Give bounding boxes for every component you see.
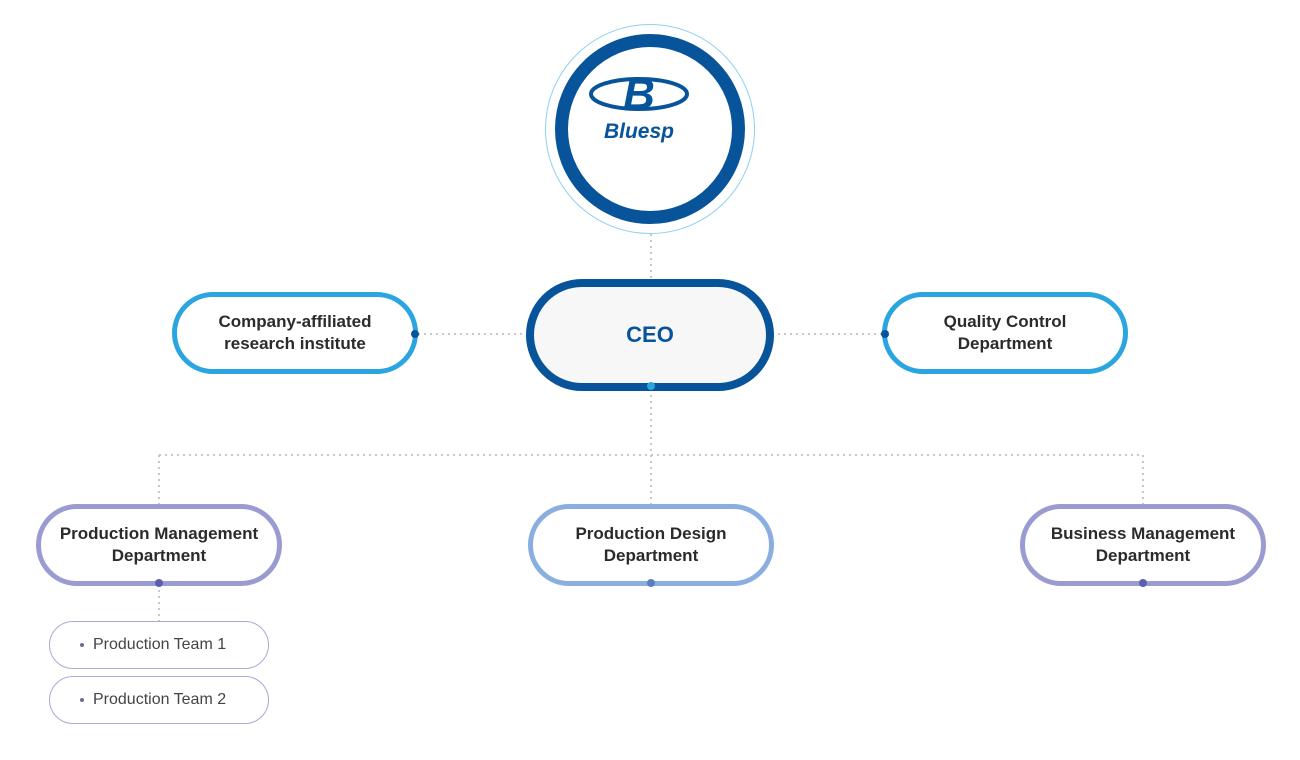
ceo-label: CEO: [626, 322, 674, 347]
company-logo-badge: B Bluesp: [545, 24, 755, 234]
bluesp-logo-icon: B Bluesp: [589, 70, 689, 143]
production-team-1-item[interactable]: Production Team 1: [49, 621, 269, 669]
quality-control-label: Quality Control Department: [943, 312, 1067, 353]
prod-mgmt-connector-dot: [155, 579, 163, 587]
bullet-icon: [80, 698, 84, 702]
ceo-node[interactable]: CEO: [526, 279, 774, 391]
prod-design-connector-dot: [647, 579, 655, 587]
biz-mgmt-connector-dot: [1139, 579, 1147, 587]
production-design-node[interactable]: Production Design Department: [528, 504, 774, 586]
production-team-2-label: Production Team 2: [93, 691, 227, 708]
quality-control-node[interactable]: Quality Control Department: [882, 292, 1128, 374]
production-design-label: Production Design Department: [575, 524, 727, 565]
bullet-icon: [80, 643, 84, 647]
production-team-1-label: Production Team 1: [93, 636, 227, 653]
logo-mark-letter: B: [623, 70, 655, 119]
production-team-2-item[interactable]: Production Team 2: [49, 676, 269, 724]
production-management-node[interactable]: Production Management Department: [36, 504, 282, 586]
production-management-label: Production Management Department: [59, 524, 259, 565]
research-institute-label: Company-affiliated research institute: [218, 312, 372, 353]
research-institute-node[interactable]: Company-affiliated research institute: [172, 292, 418, 374]
research-connector-dot: [411, 330, 419, 338]
business-management-node[interactable]: Business Management Department: [1020, 504, 1266, 586]
quality-connector-dot: [881, 330, 889, 338]
logo-brand-text: Bluesp: [604, 120, 674, 143]
business-management-label: Business Management Department: [1050, 524, 1236, 565]
ceo-connector-dot: [647, 382, 655, 390]
